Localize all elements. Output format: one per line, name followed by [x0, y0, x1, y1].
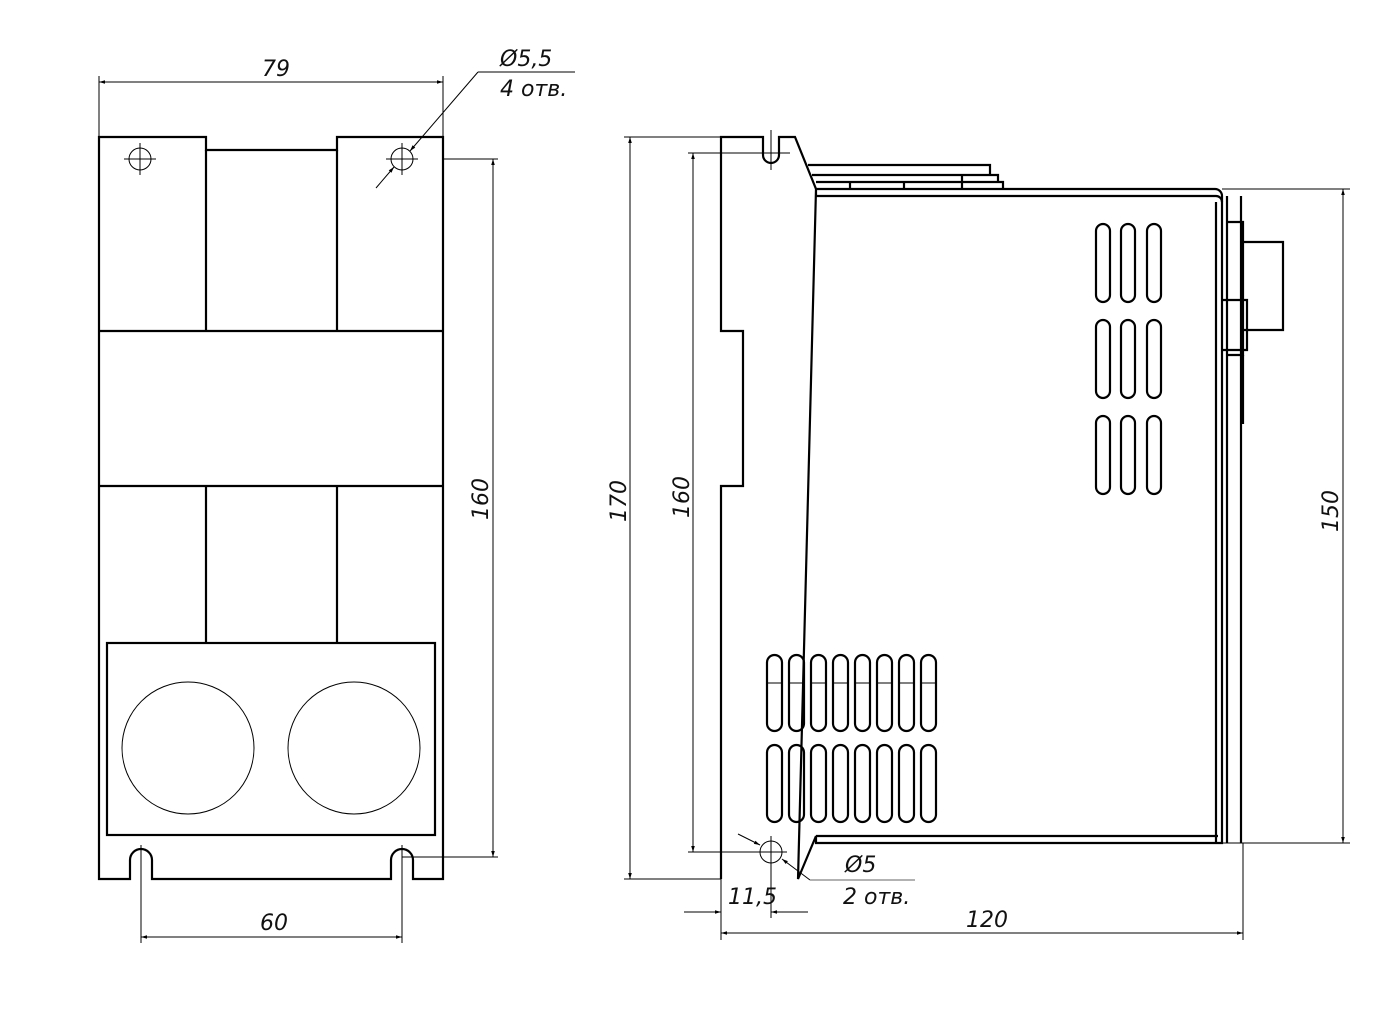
vent-slot [875, 653, 894, 733]
front-dimensions: 79 160 60 Ø5,5 4 отв. [98, 47, 575, 943]
hole-count-callout: 4 отв. [500, 77, 567, 102]
dim-hole-offset-11-5: 11,5 [728, 885, 777, 910]
hole-diameter-callout: Ø5,5 [499, 47, 552, 72]
hole-diameter-callout: Ø5 [844, 853, 876, 878]
side-dimensions: 170 160 150 120 11,5 Ø5 2 отв. [607, 136, 1350, 940]
dim-hole-spacing-60: 60 [260, 911, 288, 936]
vent-slot [831, 743, 850, 824]
front-view [97, 135, 445, 885]
side-view [719, 130, 1285, 880]
vent-slot [765, 653, 784, 733]
dim-height-160: 160 [469, 478, 494, 520]
vent-slot [897, 653, 916, 733]
dim-body-height-150: 150 [1319, 490, 1344, 532]
vent-slot [919, 743, 938, 824]
cable-gland-left [121, 681, 255, 815]
top-vents [1094, 222, 1163, 496]
dim-hole-spacing-160: 160 [670, 476, 695, 518]
vent-slot [765, 743, 784, 824]
dim-width-79: 79 [262, 57, 290, 82]
vent-slot [875, 743, 894, 824]
vent-slot [853, 653, 872, 733]
vent-slot [853, 743, 872, 824]
vent-slot [919, 653, 938, 733]
vent-slot [831, 653, 850, 733]
vent-slot [897, 743, 916, 824]
vent-slot [809, 653, 828, 733]
cable-gland-right [287, 681, 421, 815]
bottom-vents [765, 653, 938, 824]
terminal-cover [105, 641, 437, 837]
vent-slot [787, 743, 806, 824]
hole-count-callout: 2 отв. [843, 885, 910, 910]
dim-depth-120: 120 [966, 908, 1008, 933]
dim-overall-height-170: 170 [607, 480, 632, 522]
vent-slot [787, 653, 806, 733]
vent-slot [809, 743, 828, 824]
